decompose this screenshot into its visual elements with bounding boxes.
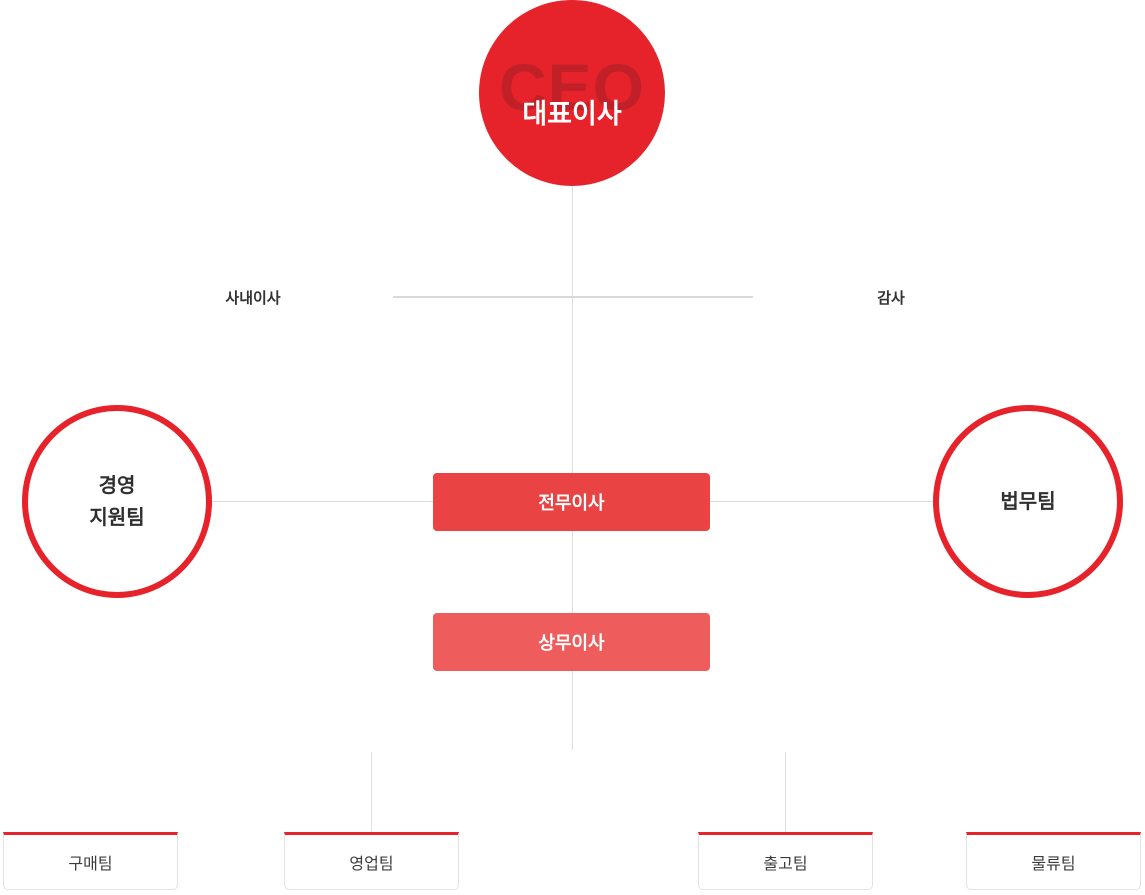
executive-director-box: 전무이사	[433, 473, 710, 531]
connector-shipping-vertical	[785, 752, 786, 832]
management-support-team-node: 경영 지원팀	[22, 405, 212, 598]
team-box-purchasing-label: 구매팀	[68, 856, 113, 873]
team-box-purchasing: 구매팀	[3, 832, 178, 890]
management-support-team-label: 경영 지원팀	[89, 474, 145, 529]
team-box-sales-label: 영업팀	[349, 856, 394, 873]
managing-director-label: 상무이사	[538, 633, 605, 653]
ceo-watermark-text: CEO	[498, 50, 646, 124]
managing-director-box: 상무이사	[433, 613, 710, 671]
team-box-shipping-label: 출고팀	[763, 856, 808, 873]
ceo-label: 대표이사	[522, 99, 622, 129]
team-box-logistics: 물류팀	[966, 832, 1141, 890]
label-auditor: 감사	[877, 290, 905, 307]
team-box-sales: 영업팀	[284, 832, 459, 890]
connector-sales-vertical	[371, 752, 372, 832]
team-box-shipping: 출고팀	[698, 832, 873, 890]
executive-director-label: 전무이사	[538, 493, 605, 513]
legal-team-node: 법무팀	[933, 405, 1123, 598]
connector-ceo-vertical	[572, 186, 573, 750]
ceo-node: CEO 대표이사	[479, 0, 665, 186]
label-internal-director: 사내이사	[225, 290, 281, 307]
connector-board-horizontal	[393, 296, 753, 298]
legal-team-label: 법무팀	[1000, 490, 1056, 513]
team-box-logistics-label: 물류팀	[1031, 856, 1076, 873]
